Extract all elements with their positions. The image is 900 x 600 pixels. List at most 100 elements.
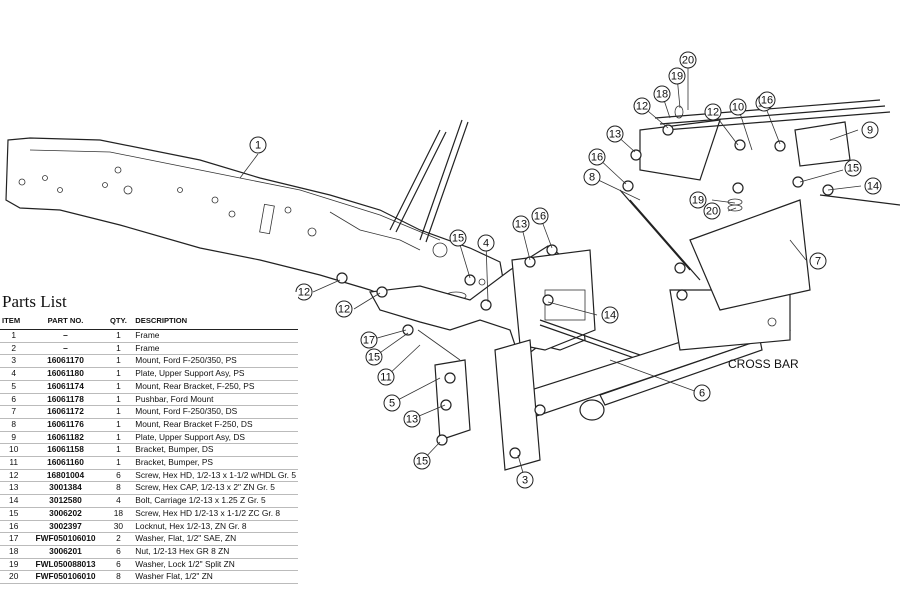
cell-part-no: 16061180 [27,367,104,381]
callout-16: 16 [531,207,549,225]
callout-circle [383,394,401,412]
callout-number: 5 [389,398,395,410]
callout-circle [588,148,606,166]
cell-description: Frame [133,342,298,356]
cell-qty: 1 [103,393,134,407]
callout-12: 12 [704,103,722,121]
cell-qty: 1 [103,418,134,432]
callout-number: 12 [338,304,350,316]
parts-list-title: Parts List [2,292,67,311]
cell-qty: 6 [103,469,134,483]
cell-qty: 1 [103,342,134,356]
callout-number: 10 [732,102,744,114]
cell-qty: 1 [103,456,134,470]
cell-part-no: FWL050088013 [27,558,104,572]
callout-number: 19 [671,71,683,83]
cell-part-no: 16061158 [27,443,104,458]
cell-part-no: 16061160 [27,456,104,470]
cell-item: 19 [0,558,28,572]
callout-4: 4 [477,234,495,252]
callout-13: 13 [403,410,421,428]
callout-number: 7 [815,256,821,268]
cell-part-no: – [27,329,104,343]
cell-description: Bracket, Bumper, DS [133,443,298,458]
callout-7: 7 [809,252,827,270]
callout-number: 4 [483,238,489,250]
callout-circle [703,202,721,220]
cell-part-no: – [27,342,104,356]
cell-item: 13 [0,481,28,496]
callout-number: 3 [522,475,528,487]
callout-number: 12 [298,287,310,299]
callout-14: 14 [601,306,619,324]
cell-description: Pushbar, Ford Mount [133,393,298,407]
callout-number: 13 [406,414,418,426]
callout-number: 14 [867,181,879,193]
cell-item: 17 [0,532,28,546]
callout-circle [413,452,431,470]
cell-qty: 8 [103,570,134,585]
cell-qty: 8 [103,481,134,496]
callout-12: 12 [295,283,313,301]
cell-part-no: 3012580 [27,494,104,508]
cell-description: Bracket, Bumper, PS [133,456,298,470]
cell-part-no: FWF050106010 [27,532,104,546]
callout-circle [583,168,601,186]
cell-qty: 1 [103,354,134,369]
callout-circle [689,191,707,209]
callout-17: 17 [360,331,378,349]
frame-rail [5,119,506,306]
callout-6: 6 [693,384,711,402]
cell-description: Mount, Rear Bracket, F-250, PS [133,380,298,394]
callout-circle [335,300,353,318]
callout-number: 12 [707,107,719,119]
col-header-qty: QTY. [103,312,134,330]
cell-qty: 6 [103,545,134,559]
callout-circle [601,306,619,324]
cell-item: 12 [0,469,28,483]
callout-circle [516,471,534,489]
hardware-fasteners [336,105,834,459]
cell-qty: 18 [103,507,134,521]
cell-qty: 1 [103,380,134,394]
callout-number: 13 [515,219,527,231]
cell-item: 2 [0,342,28,356]
callout-16: 16 [588,148,606,166]
cell-qty: 6 [103,558,134,572]
callout-number: 16 [761,95,773,107]
callout-14: 14 [864,177,882,195]
cell-description: Mount, Ford F-250/350, DS [133,405,298,419]
callout-number: 15 [847,163,859,175]
callout-number: 14 [604,310,616,322]
cell-description: Bolt, Carriage 1/2-13 x 1.25 Z Gr. 5 [133,494,298,508]
callout-circle [679,51,697,69]
cell-description: Washer Flat, 1/2" ZN [133,570,298,585]
callout-number: 9 [867,125,873,137]
callout-circle [531,207,549,225]
cell-item: 14 [0,494,28,508]
callout-number: 16 [534,211,546,223]
cell-qty: 1 [103,443,134,458]
callout-11: 11 [377,368,395,386]
callout-15: 15 [365,348,383,366]
cell-part-no: 3001384 [27,481,104,496]
callout-number: 13 [609,129,621,141]
callout-group: 1121215416131715115131531462019181212101… [249,51,882,489]
cell-item: 15 [0,507,28,521]
callout-circle [365,348,383,366]
callout-20: 20 [679,51,697,69]
cross-bar-label: CROSS BAR [728,357,799,371]
cell-item: 8 [0,418,28,432]
callout-number: 12 [636,101,648,113]
callout-5: 5 [383,394,401,412]
